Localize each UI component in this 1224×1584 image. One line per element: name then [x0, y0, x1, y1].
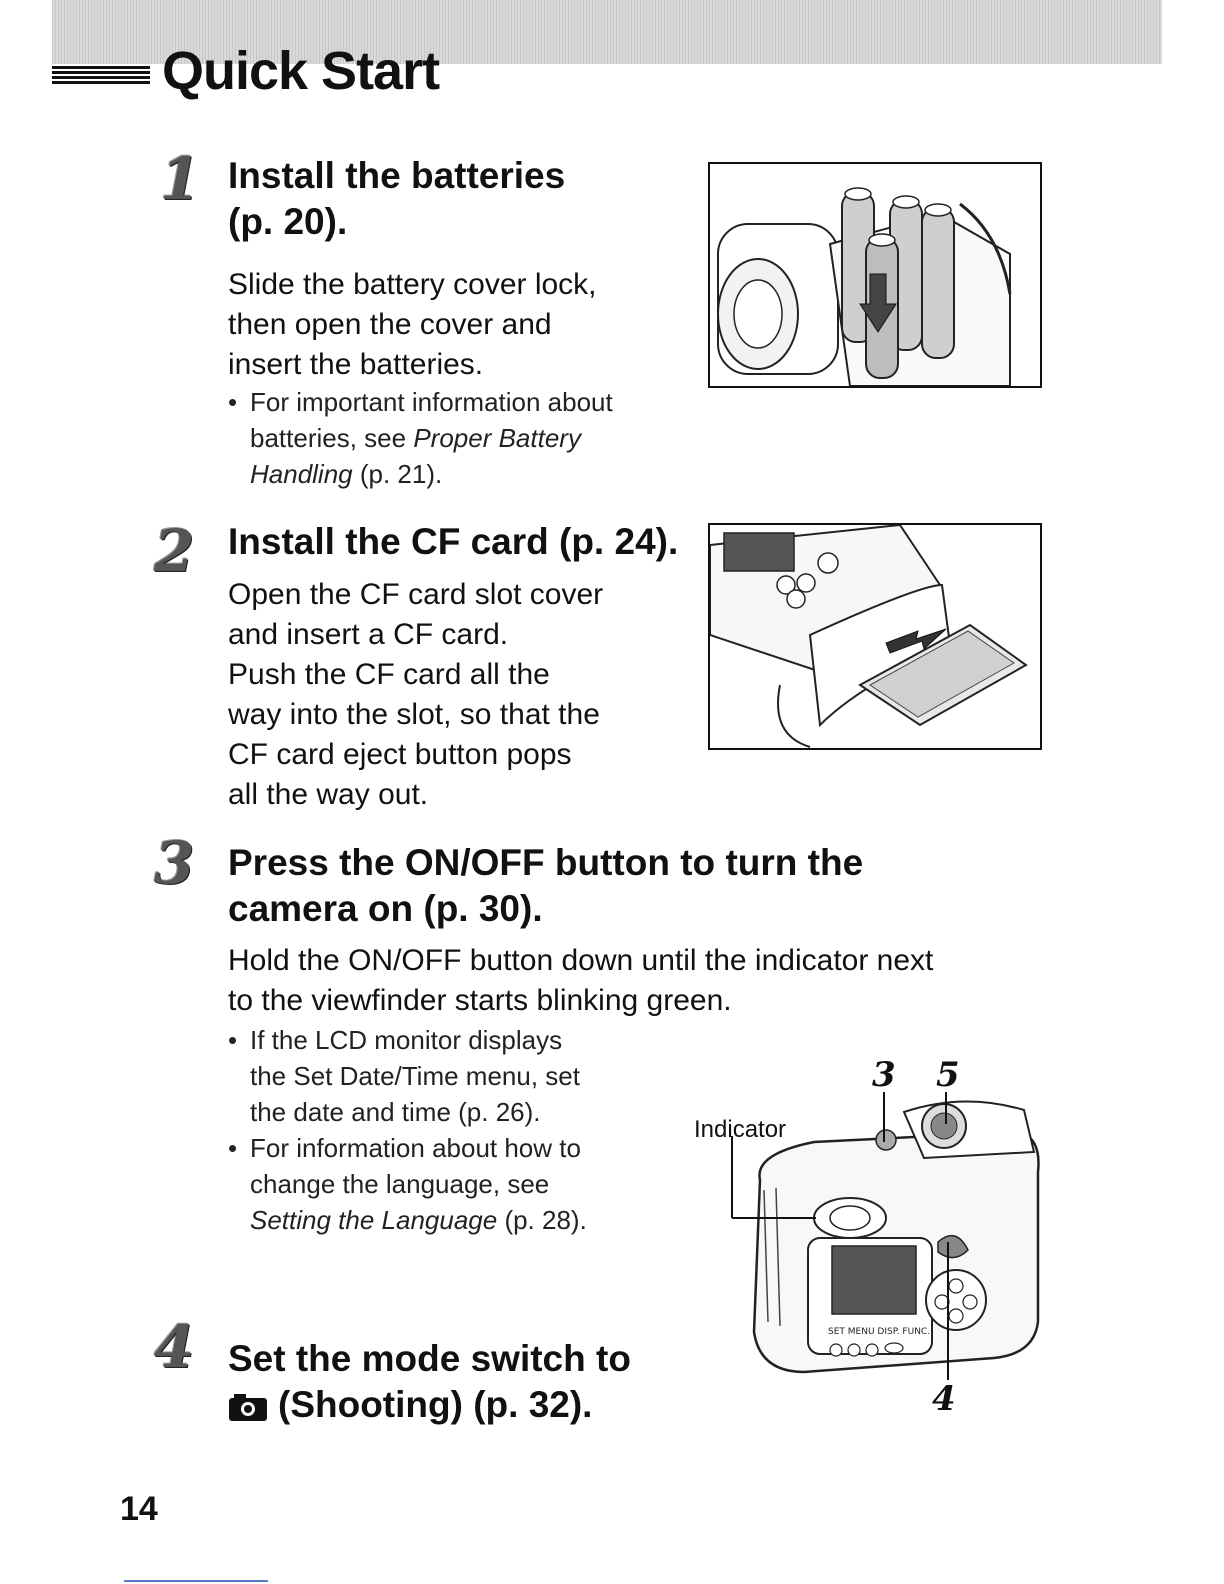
step-2-heading: Install the CF card (p. 24). [228, 521, 679, 562]
step-3-body: Hold the ON/OFF button down until the in… [228, 941, 933, 1021]
note-text: For important information about batterie… [250, 387, 613, 453]
header-band [52, 0, 1162, 64]
callout-5: 5 [936, 1055, 960, 1095]
note-page-ref: (p. 21). [352, 459, 443, 489]
note-line: change the language, see [250, 1169, 550, 1199]
batteries-camera-icon [717, 187, 1012, 386]
step-number-3: 3 [154, 829, 195, 897]
step-1-body: Slide the battery cover lock, then open … [228, 265, 597, 385]
callout-4: 4 [932, 1379, 956, 1419]
step-2-body-line: Open the CF card slot cover [228, 578, 604, 611]
step-3-body-line: Hold the ON/OFF button down until the in… [228, 944, 934, 977]
step-2-body-line: and insert a CF card. [228, 618, 509, 651]
step-2-body-line: way into the slot, so that the [228, 698, 600, 731]
footer-rule [124, 1580, 268, 1582]
step-1-heading-line1: Install the batteries [228, 155, 566, 196]
step-3-body-line: to the viewfinder starts blinking green. [228, 984, 732, 1017]
step-4-heading-line2: (Shooting) (p. 32). [278, 1384, 593, 1425]
note-line: For information about how to [250, 1133, 581, 1163]
step-3-heading-line2: camera on (p. 30). [228, 888, 543, 929]
step-1-body-line: Slide the battery cover lock, [228, 268, 597, 301]
note-line: the date and time (p. 26). [250, 1097, 541, 1127]
step-1-note: For important information about batterie… [228, 384, 658, 492]
cross-reference-link[interactable]: Setting the Language [250, 1205, 498, 1235]
page-title: Quick Start [162, 41, 440, 101]
camera-icon [229, 1394, 267, 1422]
step-3-note: For information about how to change the … [228, 1130, 668, 1238]
cf-card-insert-icon [710, 525, 1028, 748]
title-bar-stripes [52, 66, 150, 86]
note-line: the Set Date/Time menu, set [250, 1061, 580, 1091]
step-2-body: Open the CF card slot cover and insert a… [228, 575, 603, 815]
step-3-note: If the LCD monitor displays the Set Date… [228, 1022, 668, 1130]
step-2-body-line: CF card eject button pops [228, 738, 572, 771]
step-4-heading: Set the mode switch to (Shooting) (p. 32… [228, 1336, 631, 1428]
shooting-mode-icon [228, 1392, 268, 1422]
step-3-heading-line1: Press the ON/OFF button to turn the [228, 842, 864, 883]
indicator-label: Indicator [694, 1116, 787, 1143]
camera-button-labels: SET MENU DISP. FUNC. [828, 1327, 930, 1337]
step-3-notes: If the LCD monitor displays the Set Date… [228, 1022, 668, 1238]
step-2-body-line: all the way out. [228, 778, 429, 811]
step-4-heading-line1: Set the mode switch to [228, 1338, 631, 1379]
step-3-heading: Press the ON/OFF button to turn the came… [228, 840, 863, 932]
cross-reference-link[interactable]: Proper Battery Handling [250, 423, 581, 489]
callout-3: 3 [872, 1055, 896, 1095]
battery-illustration [708, 162, 1042, 388]
step-1-heading-line2: (p. 20). [228, 201, 348, 242]
step-number-1: 1 [160, 145, 201, 213]
step-2-body-line: Push the CF card all the [228, 658, 550, 691]
step-number-4: 4 [154, 1313, 195, 1381]
cf-card-illustration [708, 523, 1042, 750]
step-number-2: 2 [154, 517, 195, 585]
step-1-body-line: then open the cover and [228, 308, 552, 341]
step-1-body-line: insert the batteries. [228, 348, 484, 381]
step-1-notes: For important information about batterie… [228, 384, 658, 492]
note-page-ref: (p. 28). [497, 1205, 587, 1235]
camera-back-icon: SET MENU DISP. FUNC. [731, 1092, 1040, 1380]
page-number: 14 [120, 1490, 158, 1528]
step-1-heading: Install the batteries (p. 20). [228, 153, 565, 245]
note-line: If the LCD monitor displays [250, 1025, 563, 1055]
